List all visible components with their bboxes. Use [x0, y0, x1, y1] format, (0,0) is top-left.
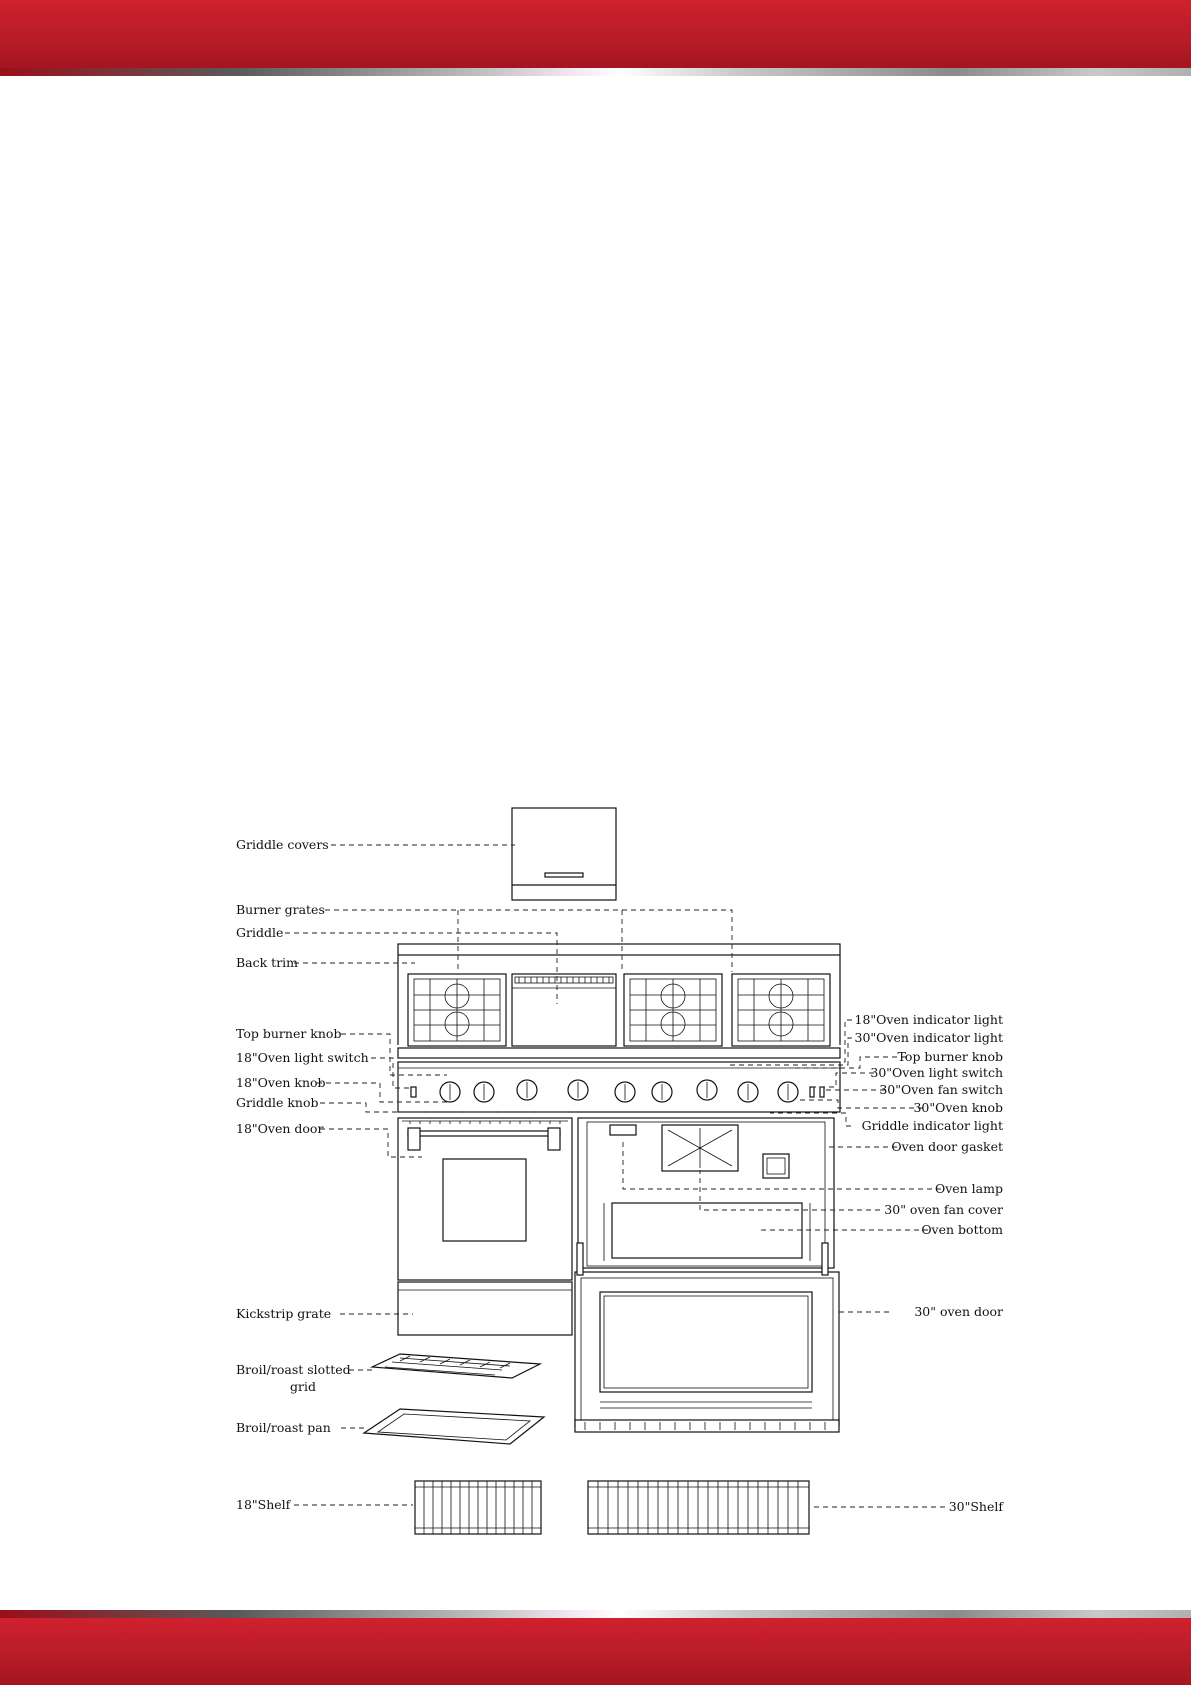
- labels-right: 18"Oven indicator light 30"Oven indicato…: [855, 1012, 1005, 1514]
- label-30-oven-fan-cover: 30" oven fan cover: [884, 1202, 1003, 1217]
- burner-grate-3: [731, 973, 831, 1047]
- label-griddle-knob: Griddle knob: [236, 1095, 318, 1110]
- broil-roast-grid-drawing: [369, 1353, 543, 1379]
- shelf-18-drawing: [414, 1480, 542, 1535]
- cooktop-drawing: [397, 943, 841, 1047]
- griddle-plate: [511, 973, 617, 1047]
- leader-lines: [285, 844, 945, 1508]
- label-oven-door-gasket: Oven door gasket: [891, 1139, 1003, 1154]
- label-griddle-covers: Griddle covers: [236, 837, 329, 852]
- footer-band: [0, 1610, 1191, 1685]
- header-metallic-strip: [0, 68, 1191, 76]
- label-18-oven-light-switch: 18"Oven light switch: [236, 1050, 369, 1065]
- label-burner-grates: Burner grates: [236, 902, 325, 917]
- label-30-oven-indicator-light: 30"Oven indicator light: [855, 1030, 1003, 1045]
- label-top-burner-knob-right: Top burner knob: [898, 1049, 1003, 1064]
- burner-grate-1: [407, 973, 507, 1047]
- footer-metallic-strip: [0, 1610, 1191, 1618]
- oven-30-drawing: [574, 1117, 840, 1433]
- oven-18-drawing: [397, 1117, 573, 1336]
- label-griddle: Griddle: [236, 925, 283, 940]
- label-30-oven-fan-switch: 30"Oven fan switch: [879, 1082, 1003, 1097]
- label-18-shelf: 18"Shelf: [236, 1497, 292, 1512]
- label-top-burner-knob-left: Top burner knob: [236, 1026, 341, 1041]
- broil-roast-pan-drawing: [362, 1408, 546, 1445]
- header-red-bar: [0, 0, 1191, 68]
- shelf-30-drawing: [587, 1480, 810, 1535]
- label-griddle-indicator-light: Griddle indicator light: [862, 1118, 1003, 1133]
- label-oven-lamp: Oven lamp: [935, 1181, 1003, 1196]
- griddle-cover-drawing: [511, 807, 617, 901]
- footer-red-bar: [0, 1618, 1191, 1685]
- labels-left: Griddle covers Burner grates Griddle Bac…: [236, 837, 369, 1512]
- label-back-trim: Back trim: [236, 955, 298, 970]
- burner-grate-2: [623, 973, 723, 1047]
- label-broil-grid-line1: Broil/roast slotted: [236, 1362, 351, 1377]
- label-30-oven-light-switch: 30"Oven light switch: [870, 1065, 1003, 1080]
- label-30-oven-knob: 30"Oven knob: [913, 1100, 1003, 1115]
- label-18-oven-knob: 18"Oven knob: [236, 1075, 326, 1090]
- label-30-shelf: 30"Shelf: [949, 1499, 1005, 1514]
- header-band: [0, 0, 1191, 76]
- control-panel-drawing: [397, 1047, 841, 1113]
- label-broil-pan: Broil/roast pan: [236, 1420, 331, 1435]
- label-18-oven-indicator-light: 18"Oven indicator light: [855, 1012, 1003, 1027]
- label-18-oven-door: 18"Oven door: [236, 1121, 323, 1136]
- knob-row: [439, 1079, 799, 1103]
- label-oven-bottom: Oven bottom: [921, 1222, 1003, 1237]
- label-30-oven-door: 30" oven door: [914, 1304, 1003, 1319]
- label-broil-grid-line2: grid: [290, 1379, 316, 1394]
- label-kickstrip-grate: Kickstrip grate: [236, 1306, 331, 1321]
